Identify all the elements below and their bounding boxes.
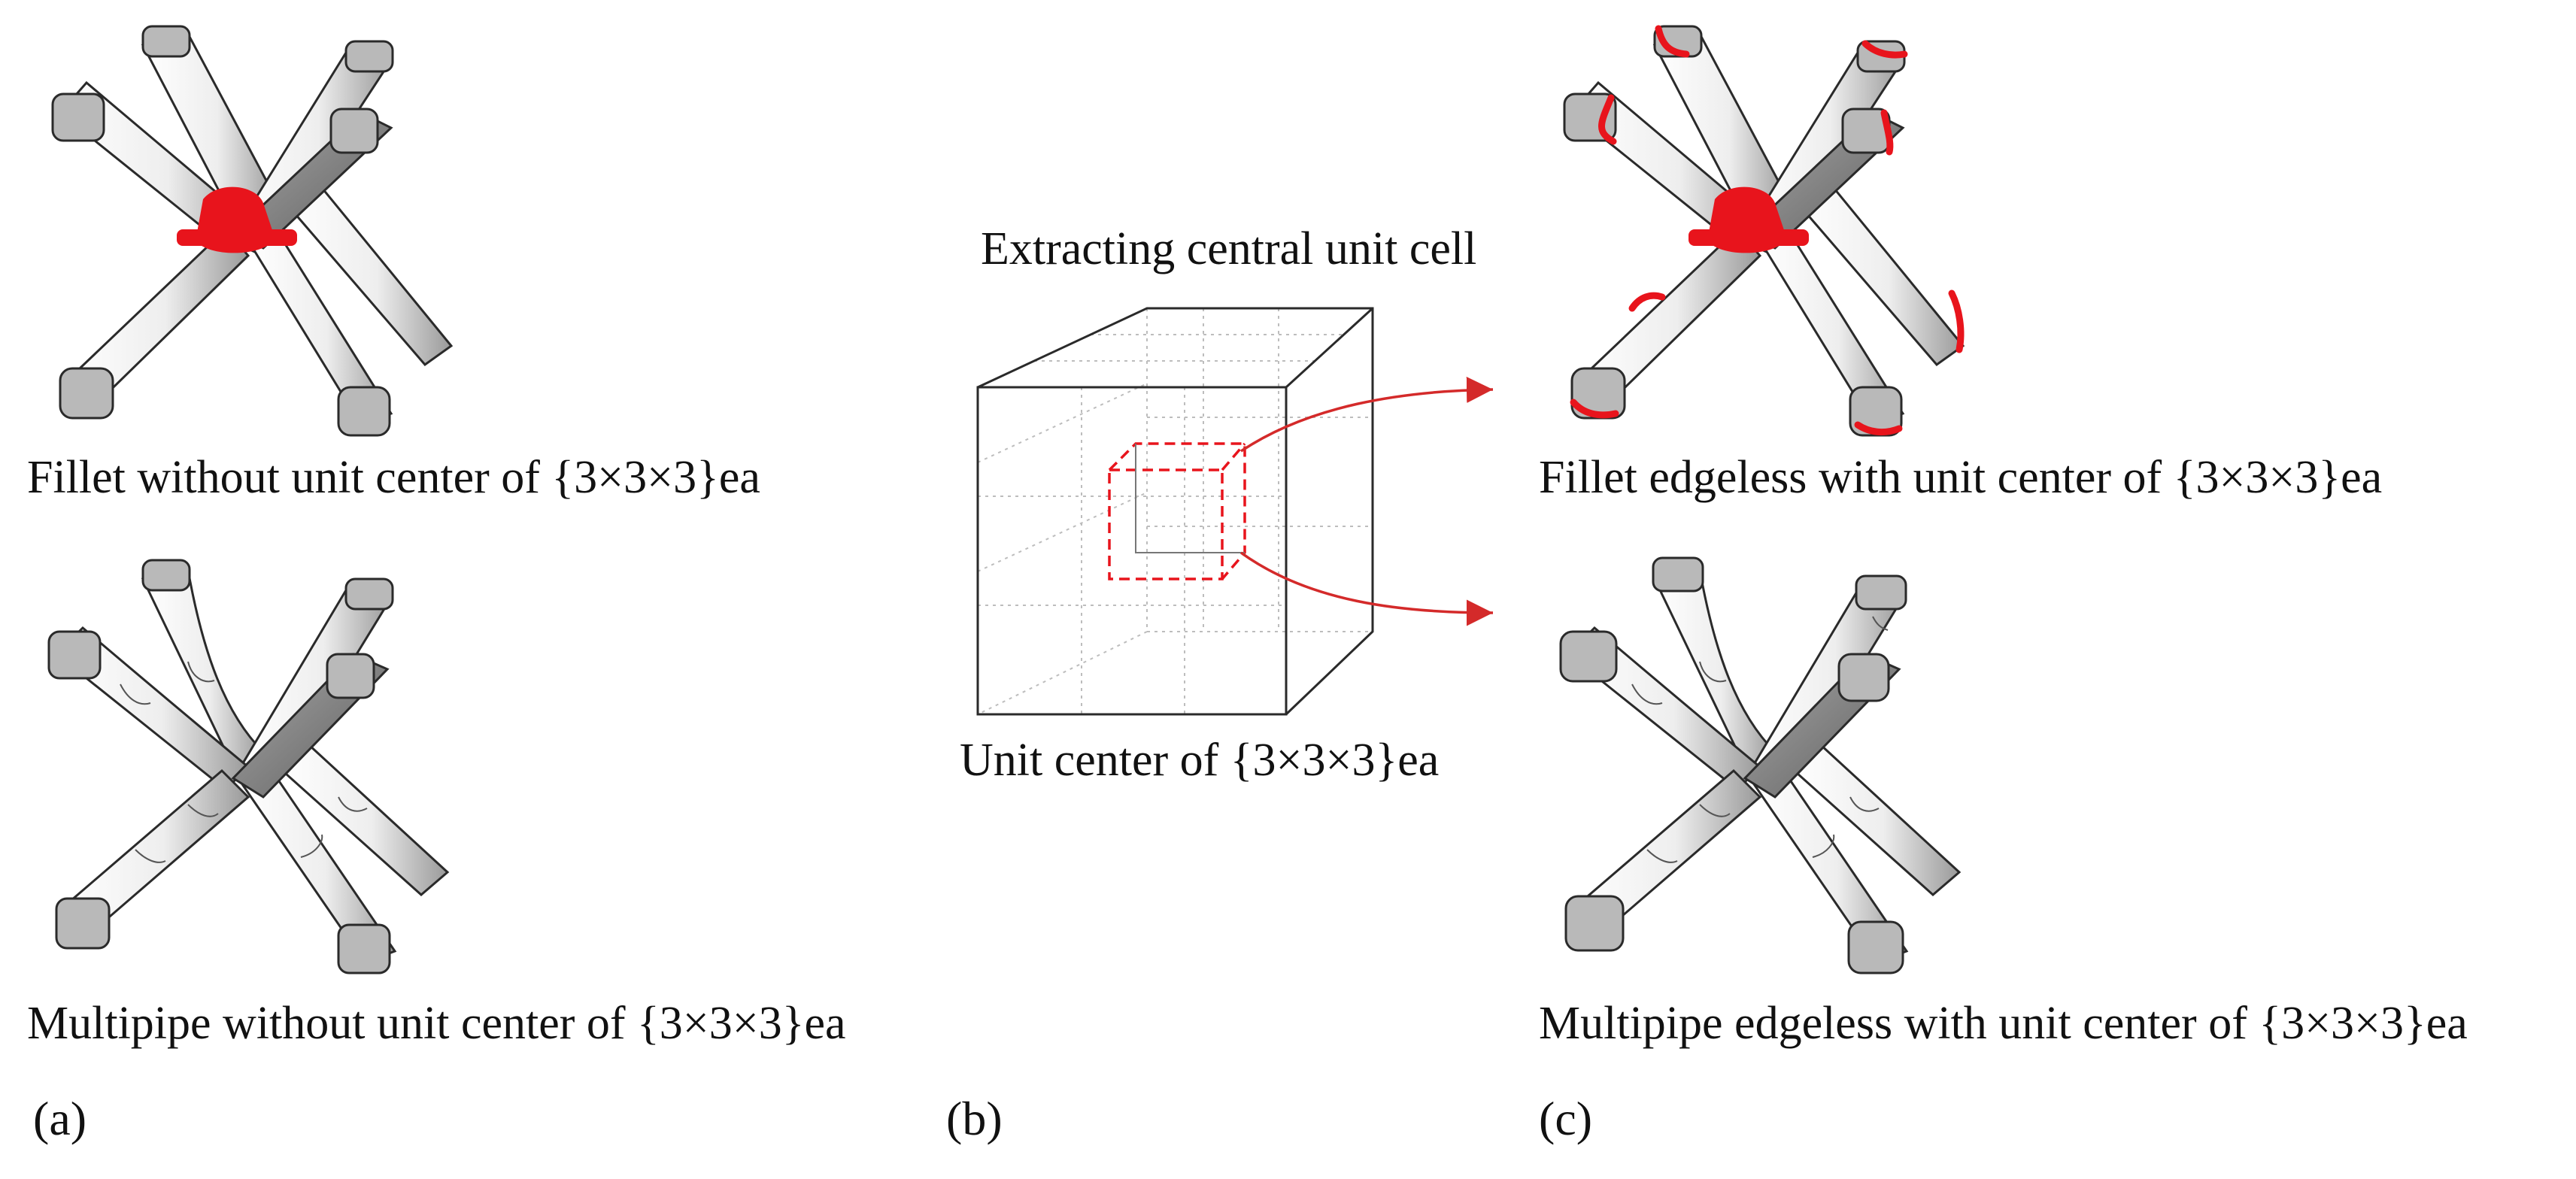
multipipe-edgeless-lattice-c bbox=[1559, 556, 1962, 974]
fillet-edgeless-lattice-c bbox=[1563, 25, 1965, 437]
arrow-to-multipipe bbox=[1239, 551, 1494, 626]
panel-a-bottom-caption: Multipipe without unit center of {3×3×3}… bbox=[27, 998, 846, 1049]
panel-a-top-caption: Fillet without unit center of {3×3×3}ea bbox=[27, 452, 760, 503]
panel-b-caption: Unit center of {3×3×3}ea bbox=[960, 735, 1440, 786]
panel-a-letter: (a) bbox=[33, 1092, 87, 1145]
panel-c-letter: (c) bbox=[1539, 1092, 1593, 1145]
panel-b-letter: (b) bbox=[946, 1092, 1003, 1145]
unit-cell-cube bbox=[976, 307, 1374, 716]
panel-c-bottom-caption: Multipipe edgeless with unit center of {… bbox=[1539, 998, 2468, 1049]
panel-c-top-caption: Fillet edgeless with unit center of {3×3… bbox=[1539, 452, 2383, 503]
fillet-lattice-a bbox=[51, 25, 454, 437]
central-unit-cell bbox=[1108, 442, 1246, 580]
panel-b-title: Extracting central unit cell bbox=[981, 223, 1477, 274]
arrow-to-fillet bbox=[1240, 377, 1494, 453]
multipipe-lattice-a bbox=[47, 559, 450, 974]
